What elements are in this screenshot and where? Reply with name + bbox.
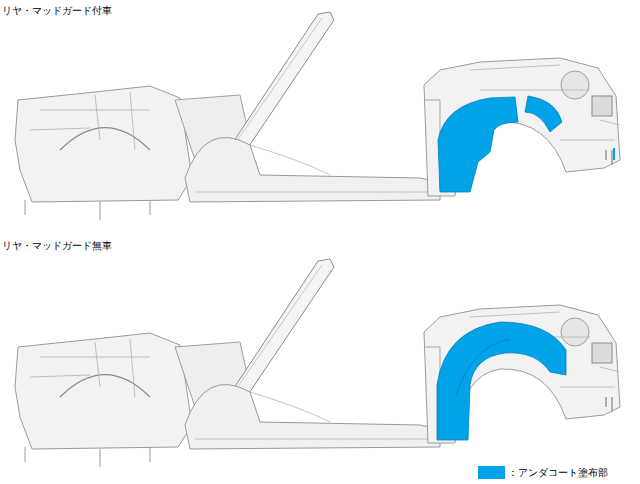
variant-label: リヤ・マッドガード付車 xyxy=(2,5,112,17)
undercoat-area xyxy=(437,322,566,440)
undercoat-area xyxy=(438,96,614,192)
variant-label: リヤ・マッドガード無車 xyxy=(2,240,112,252)
car-body-with-mudguard xyxy=(15,12,620,220)
car-body-without-mudguard xyxy=(15,259,620,467)
legend-text: ：アンダコート塗布部 xyxy=(508,467,608,479)
legend-swatch xyxy=(478,466,505,479)
